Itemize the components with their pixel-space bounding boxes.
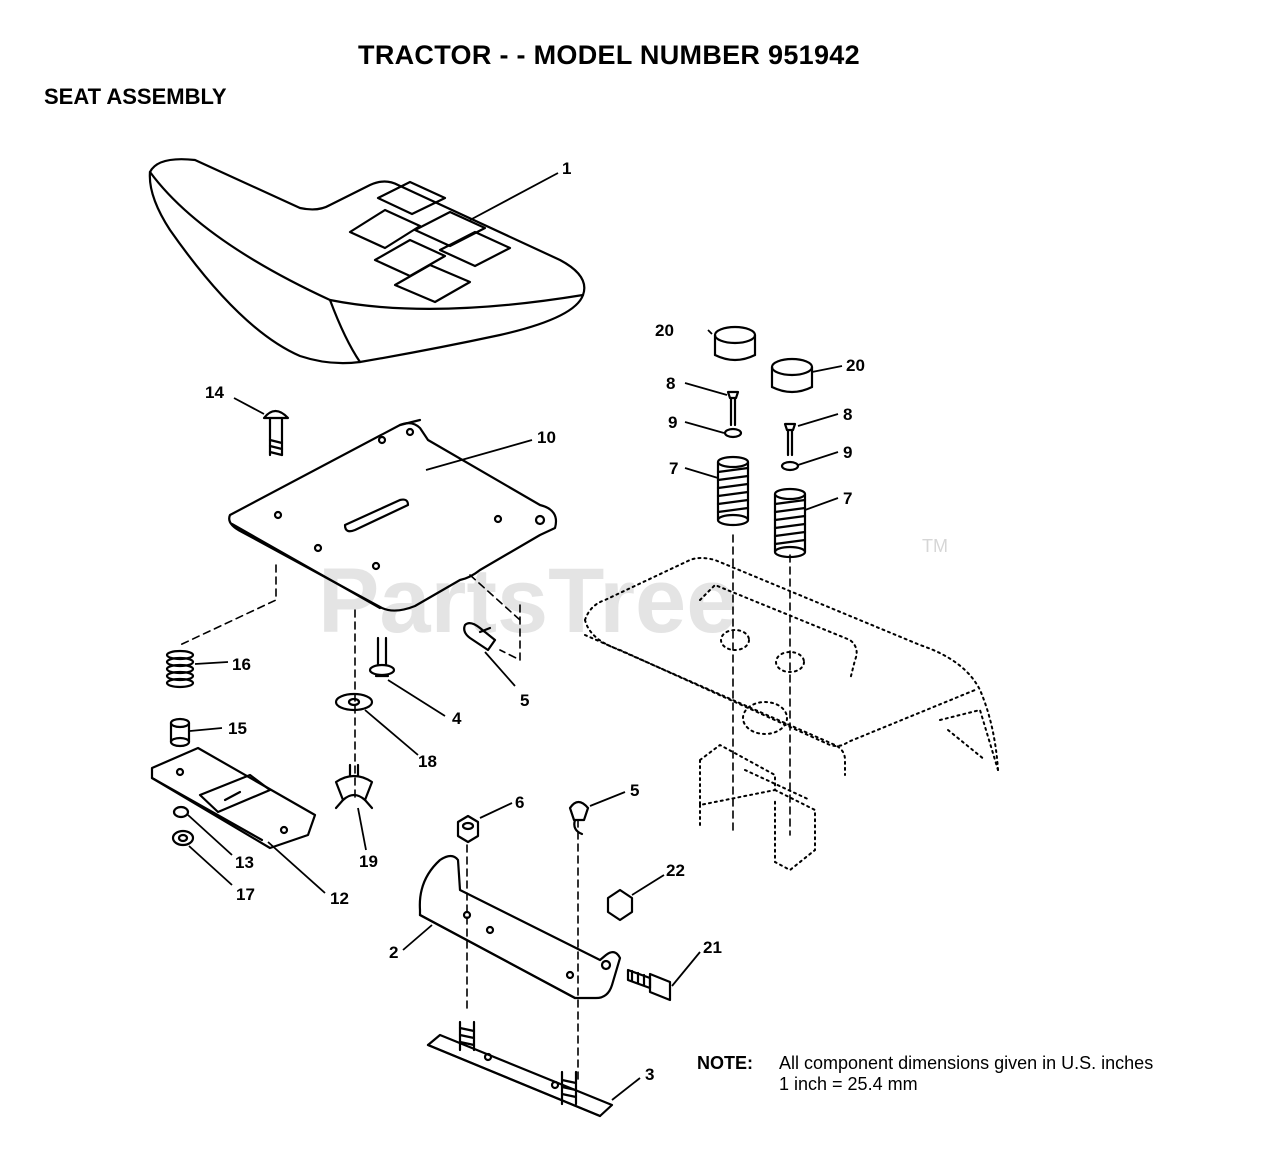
watermark-text: PartsTree	[318, 550, 737, 652]
note-label: NOTE:	[697, 1053, 753, 1073]
bolt-right-part	[783, 422, 797, 457]
seat-pan-part	[228, 418, 558, 612]
nut-right-part	[606, 888, 634, 922]
callout-22: 22	[666, 861, 685, 880]
clip-upper-part	[463, 621, 497, 652]
note-line-2: 1 inch = 25.4 mm	[779, 1074, 918, 1094]
callout-12: 12	[330, 889, 349, 908]
note-body: All component dimensions given in U.S. i…	[779, 1053, 1153, 1095]
washer-right-part	[780, 460, 800, 472]
watermark-trademark: TM	[922, 536, 948, 556]
callout-6: 6	[515, 793, 524, 812]
bolt-left-part	[726, 390, 740, 427]
seat-part	[148, 158, 586, 365]
hex-bolt-part	[626, 968, 672, 1002]
callout-7-right: 7	[843, 489, 852, 508]
callout-7-left: 7	[669, 459, 678, 478]
callout-15: 15	[228, 719, 247, 738]
callout-9-right: 9	[843, 443, 852, 462]
callout-9-left: 9	[668, 413, 677, 432]
spring-small-part	[165, 649, 195, 689]
callout-4: 4	[452, 709, 462, 728]
carriage-bolt-part	[262, 409, 290, 457]
spacer-part	[169, 717, 191, 748]
callout-8-right: 8	[843, 405, 852, 424]
fender-part	[584, 557, 999, 872]
dimension-note: NOTE: All component dimensions given in U…	[697, 1053, 1153, 1095]
callout-14: 14	[205, 383, 224, 402]
leader-lines	[187, 172, 843, 1101]
callout-20-right: 20	[846, 356, 865, 375]
callout-10: 10	[537, 428, 556, 447]
hex-nut-part	[456, 814, 480, 844]
flat-washer-part	[334, 692, 374, 712]
washer-part	[172, 805, 190, 819]
callout-16: 16	[232, 655, 251, 674]
locknut-part	[171, 829, 195, 847]
note-line-1: All component dimensions given in U.S. i…	[779, 1053, 1154, 1073]
callout-5-upper: 5	[520, 691, 529, 710]
page-title: TRACTOR - - MODEL NUMBER 951942	[358, 40, 860, 70]
base-plate-part	[426, 1020, 614, 1118]
callout-20-left: 20	[655, 321, 674, 340]
callout-1: 1	[562, 159, 571, 178]
knob-part	[334, 763, 374, 810]
spring-right-part	[773, 487, 807, 559]
spring-left-part	[716, 455, 750, 527]
washer-left-part	[723, 427, 743, 439]
assembly-subtitle: SEAT ASSEMBLY	[44, 84, 227, 109]
assembly-lines	[179, 534, 791, 1081]
slide-bracket-part	[150, 746, 317, 850]
spacer-left-part	[713, 325, 757, 362]
clip-lower-part	[568, 800, 590, 836]
callout-3: 3	[645, 1065, 654, 1084]
callout-19: 19	[359, 852, 378, 871]
seat-bracket-part	[418, 854, 622, 1000]
callout-8-left: 8	[666, 374, 675, 393]
callout-2: 2	[389, 943, 398, 962]
callout-21: 21	[703, 938, 722, 957]
callout-18: 18	[418, 752, 437, 771]
callout-5-lower: 5	[630, 781, 639, 800]
shoulder-bolt-part	[368, 636, 396, 678]
callout-13: 13	[235, 853, 254, 872]
callout-17: 17	[236, 885, 255, 904]
spacer-right-part	[770, 357, 814, 394]
